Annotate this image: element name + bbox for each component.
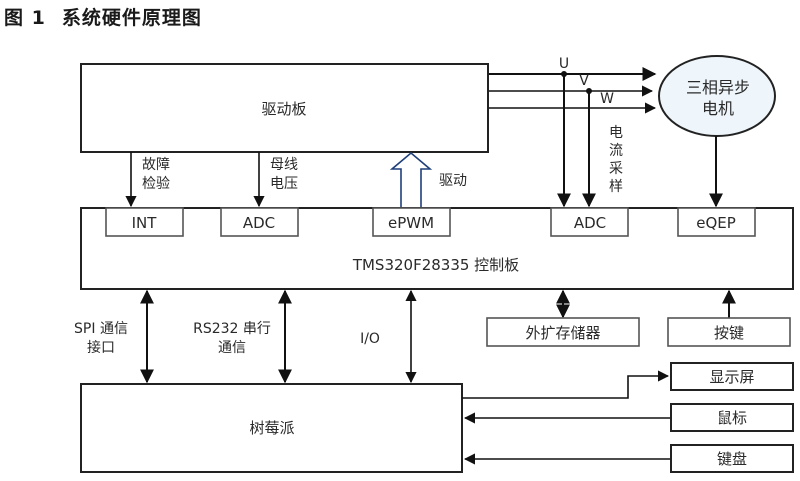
phase-v-label: V xyxy=(579,73,589,89)
display-block: 显示屏 xyxy=(670,362,794,391)
raspberry-pi-block: 树莓派 xyxy=(80,383,463,473)
rs232-label-1: RS232 串行 xyxy=(193,321,271,337)
figure-title: 图 1 系统硬件原理图 xyxy=(4,3,202,30)
module-eqep-label: eQEP xyxy=(696,214,736,232)
display-output-arrow xyxy=(462,370,670,399)
spi-label-2: 接口 xyxy=(87,339,115,356)
fault-detect-label-1: 故障 xyxy=(142,157,170,173)
spi-label-1: SPI 通信 xyxy=(74,321,128,337)
module-int: INT xyxy=(105,207,184,237)
fault-detect-label-2: 检验 xyxy=(142,176,170,192)
bus-voltage-label-2: 电压 xyxy=(270,176,298,192)
drive-label: 驱动 xyxy=(439,173,467,189)
motor-block: 三相异步 电机 xyxy=(658,55,776,137)
motor-label-line1: 三相异步 xyxy=(686,78,750,97)
module-adc-bus: ADC xyxy=(220,207,299,237)
module-epwm: ePWM xyxy=(372,207,451,237)
keyboard-label: 键盘 xyxy=(717,450,747,468)
current-sampling-label-4: 样 xyxy=(609,179,623,195)
figure-caption: 系统硬件原理图 xyxy=(61,7,202,29)
io-label: I/O xyxy=(360,331,380,347)
drive-signal-arrow xyxy=(389,151,433,207)
keyboard-block: 键盘 xyxy=(670,444,794,473)
controller-board-label: TMS320F28335 控制板 xyxy=(352,256,519,274)
module-eqep: eQEP xyxy=(677,207,756,237)
motor-label-line2: 电机 xyxy=(702,99,734,118)
mouse-label: 鼠标 xyxy=(717,409,747,427)
module-adc-current: ADC xyxy=(550,207,629,237)
keys-block: 按键 xyxy=(667,317,791,347)
module-int-label: INT xyxy=(132,214,158,232)
module-adc-current-label: ADC xyxy=(574,214,606,232)
module-adc-bus-label: ADC xyxy=(243,214,275,232)
module-epwm-label: ePWM xyxy=(388,214,434,232)
keys-label: 按键 xyxy=(714,324,744,342)
bus-voltage-label-1: 母线 xyxy=(270,157,298,173)
driver-board-block: 驱动板 xyxy=(80,63,489,153)
driver-board-label: 驱动板 xyxy=(261,100,306,118)
raspberry-pi-label: 树莓派 xyxy=(249,419,294,437)
current-sampling-label-2: 流 xyxy=(609,143,623,159)
ext-memory-label: 外扩存储器 xyxy=(525,324,600,342)
figure-number: 图 1 xyxy=(4,7,46,29)
phase-w-label: W xyxy=(600,91,614,107)
mouse-block: 鼠标 xyxy=(670,403,794,432)
current-sampling-label-3: 采 xyxy=(609,161,623,177)
current-sampling-label-1: 电 xyxy=(609,125,623,141)
rs232-label-2: 通信 xyxy=(218,340,246,356)
display-label: 显示屏 xyxy=(709,368,754,386)
phase-u-label: U xyxy=(559,56,569,72)
ext-memory-block: 外扩存储器 xyxy=(486,317,640,347)
